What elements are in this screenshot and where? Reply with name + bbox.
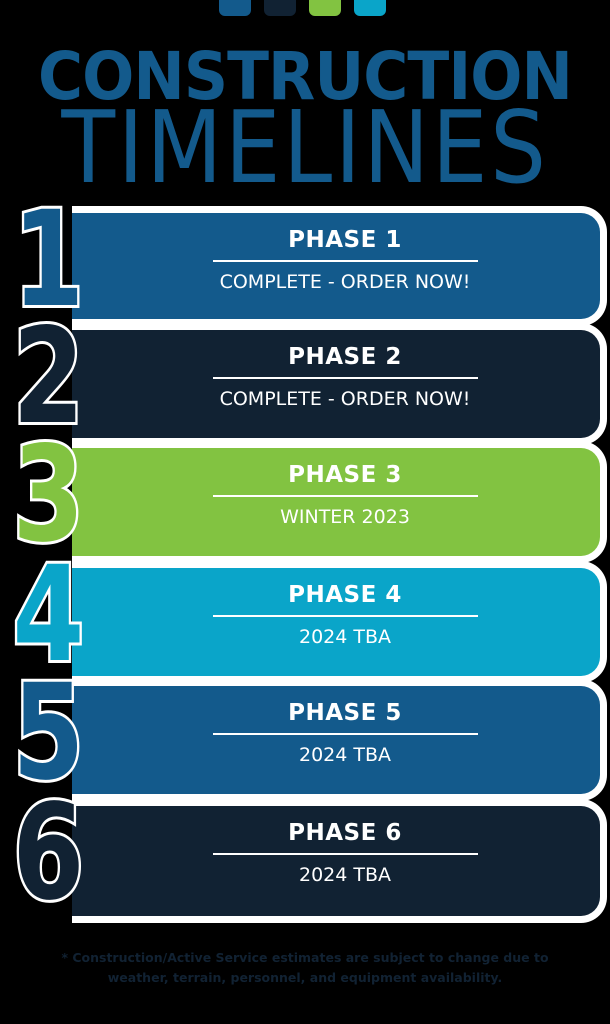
page-title-line-1: CONSTRUCTION [38,38,573,115]
phase-title: PHASE 4 [288,582,402,608]
page-title-line-2: TIMELINES [61,89,549,206]
phase-status: 2024 TBA [298,864,392,886]
phase-card-background [72,323,607,445]
phase-card-3: 3 PHASE 3 WINTER 2023 [0,426,610,564]
phase-card-1: 1 PHASE 1 COMPLETE - ORDER NOW! [0,191,610,329]
phase-divider [213,377,478,379]
phase-card-background [72,679,607,801]
phase-card-2: 2 PHASE 2 COMPLETE - ORDER NOW! [0,308,610,446]
phase-divider [213,853,478,855]
phase-status: WINTER 2023 [280,506,410,528]
phase-card-background [72,561,607,683]
phase-title: PHASE 3 [288,462,402,488]
phase-title: PHASE 5 [288,700,402,726]
dot-green [309,0,341,16]
header-dots [219,0,386,16]
phase-title: PHASE 1 [288,227,402,253]
phase-card-6: 6 PHASE 6 2024 TBA [0,784,610,923]
phase-title: PHASE 6 [288,820,402,846]
phase-status: 2024 TBA [298,626,392,648]
dot-blue [219,0,251,16]
phase-numeral: 6 [10,776,86,930]
footnote: * Construction/Active Service estimates … [0,948,610,988]
footnote-line-1: * Construction/Active Service estimates … [61,950,549,965]
phase-card-5: 5 PHASE 5 2024 TBA [0,664,610,802]
dot-navy [264,0,296,16]
phase-divider [213,495,478,497]
phase-divider [213,260,478,262]
phase-card-background [72,206,607,326]
phase-status: COMPLETE - ORDER NOW! [219,388,471,410]
phase-card-4: 4 PHASE 4 2024 TBA [0,546,610,684]
phase-divider [213,733,478,735]
footnote-line-2: weather, terrain, personnel, and equipme… [107,970,503,985]
phase-title: PHASE 2 [288,344,402,370]
phase-card-background [72,799,607,923]
phase-status: COMPLETE - ORDER NOW! [219,271,471,293]
phase-card-background [72,441,607,563]
phase-divider [213,615,478,617]
dot-cyan [354,0,386,16]
phase-status: 2024 TBA [298,744,392,766]
